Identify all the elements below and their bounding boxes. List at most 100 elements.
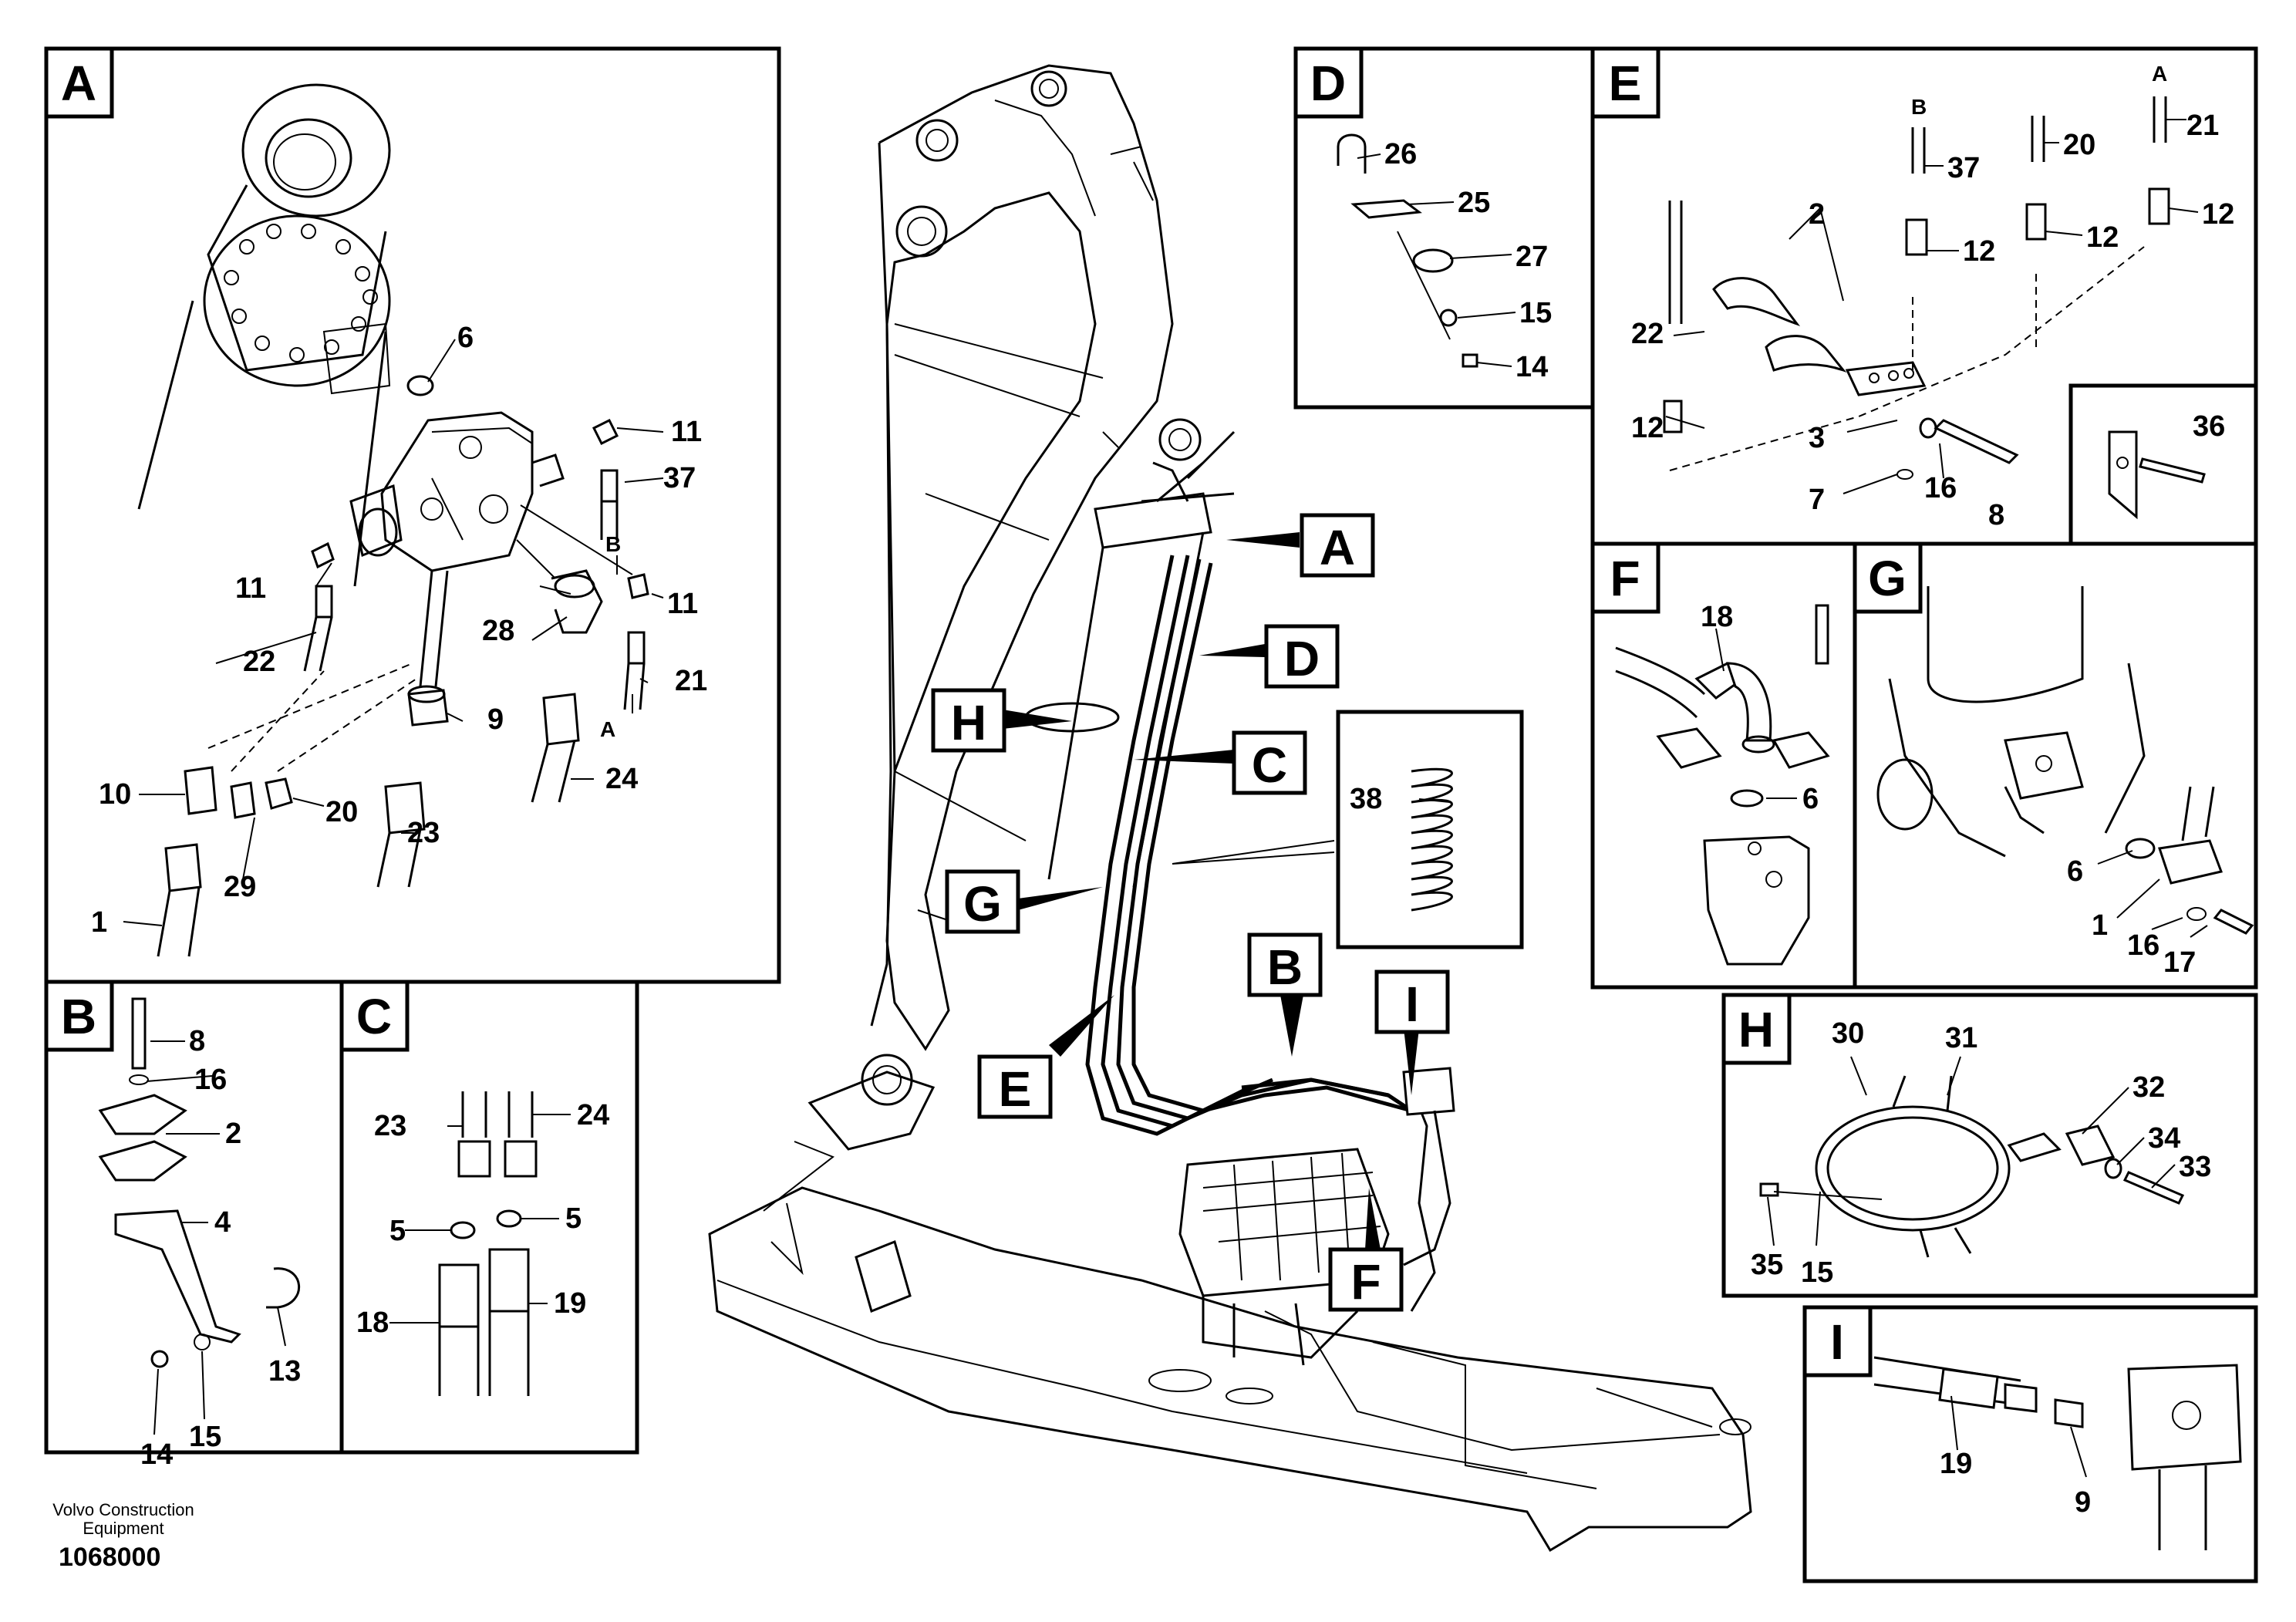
callout-letter-b: B	[1267, 939, 1303, 995]
part-label: 11	[235, 572, 266, 605]
callout-box-c[interactable]	[1232, 730, 1307, 795]
main-callout-pointers	[1003, 532, 1423, 1249]
callout-letter-d: D	[1284, 631, 1320, 686]
panel-e-tag	[1590, 46, 1660, 119]
part-label: 6	[457, 322, 474, 354]
main-assembly-drawing	[708, 64, 1752, 1553]
leader-lines	[123, 119, 2208, 1478]
panel-f-tag	[1590, 541, 1660, 614]
part-label: 21	[675, 665, 707, 697]
part-label: 16	[194, 1064, 227, 1096]
panel-a-labels: 6 11 37 B 11 11 28 22 21 A 9 24 10 29 20…	[91, 322, 707, 939]
panel-g-drawing	[1876, 586, 2254, 935]
callout-letter-f: F	[1350, 1254, 1381, 1310]
part-label: A	[600, 717, 615, 741]
part-label: 22	[1631, 318, 1664, 350]
panel-b-drawing	[98, 997, 300, 1368]
panel-f-labels: 18 6	[1701, 601, 1819, 815]
callout-box-i[interactable]	[1374, 969, 1450, 1034]
part-label: 8	[189, 1025, 205, 1057]
part-label: 10	[99, 778, 131, 811]
panel-f-letter: F	[1610, 551, 1640, 606]
part-label: 12	[1631, 412, 1664, 444]
part-label: 24	[577, 1099, 609, 1131]
part-label: 37	[663, 462, 696, 494]
part-label: 20	[2063, 129, 2095, 161]
part-label: 5	[389, 1215, 406, 1247]
part-label: A	[2152, 62, 2167, 86]
part-label: 20	[325, 796, 358, 828]
callout-letter-h: H	[951, 695, 986, 750]
panel-c-drawing	[438, 1091, 538, 1396]
spring-part-label: 38	[1350, 783, 1382, 815]
part-label: 18	[356, 1307, 389, 1339]
panel-b-frame	[44, 980, 344, 1455]
part-label: 16	[2127, 929, 2159, 962]
part-label: B	[1911, 95, 1927, 119]
panel-h-tag	[1721, 993, 1792, 1065]
callout-letter-i: I	[1405, 976, 1419, 1032]
brand-block: Volvo Construction Equipment	[31, 1501, 216, 1538]
panel-d-tag	[1293, 46, 1364, 119]
part-label: 27	[1515, 241, 1548, 273]
part-label: 14	[1515, 351, 1548, 383]
part-label: 24	[605, 763, 638, 795]
panel-e-drawing	[1663, 96, 2206, 520]
part-label: 31	[1945, 1022, 1977, 1054]
part-label: 9	[487, 703, 504, 736]
part-label: 36	[2193, 410, 2225, 443]
part-label: 1	[91, 906, 107, 939]
part-label: 29	[224, 871, 256, 903]
part-label: 13	[268, 1355, 301, 1388]
part-label: 23	[374, 1110, 406, 1142]
callout-box-e[interactable]	[977, 1054, 1053, 1119]
part-label: 15	[1519, 297, 1552, 329]
main-callout-letters: A D C H G E B I F	[951, 520, 1419, 1310]
callout-box-b[interactable]	[1247, 932, 1323, 997]
part-label: 34	[2148, 1122, 2180, 1155]
part-label: 33	[2179, 1151, 2211, 1183]
callout-box-h[interactable]	[931, 688, 1006, 753]
part-label: 12	[2202, 198, 2234, 231]
part-label: 17	[2163, 946, 2196, 979]
panel-f-drawing	[1615, 604, 1830, 966]
callout-box-f[interactable]	[1328, 1247, 1404, 1312]
panel-b-tag	[44, 980, 114, 1052]
main-callout-boxes	[931, 513, 1450, 1312]
part-label: 15	[1801, 1256, 1833, 1289]
panel-e-letter: E	[1609, 56, 1642, 111]
part-label: 3	[1809, 422, 1825, 454]
callout-box-d[interactable]	[1264, 624, 1340, 689]
panel-h-drawing	[1759, 1075, 2185, 1258]
callout-box-g[interactable]	[945, 869, 1020, 934]
panel-i-tag	[1802, 1305, 1873, 1378]
part-label: 11	[671, 416, 702, 448]
panel-a-tag	[44, 46, 114, 119]
part-label: 26	[1384, 138, 1417, 170]
panel-a-drawing	[137, 83, 649, 957]
panel-b-labels: 8 16 2 4 13 14 15	[140, 1025, 301, 1471]
part-label: 14	[140, 1438, 173, 1471]
part-label: 35	[1751, 1249, 1783, 1281]
part-label: 23	[407, 817, 440, 849]
part-label: 6	[2067, 855, 2083, 888]
panel-e-labels: A B 21 37 20 2 12 12 12 22 12 3 16 7 8 3…	[1631, 62, 2234, 531]
part-label: 12	[1963, 235, 1995, 268]
panel-c-tag	[339, 980, 410, 1052]
callout-box-a[interactable]	[1300, 513, 1375, 578]
spring-drawing	[1411, 767, 1453, 912]
callout-letter-e: E	[999, 1061, 1032, 1117]
panel-letter-tags: A B C D E F G H I	[44, 46, 1923, 1378]
part-label: 19	[554, 1287, 586, 1320]
part-label: 37	[1947, 152, 1980, 184]
panel-d-letter: D	[1310, 56, 1346, 111]
part-label: 2	[225, 1118, 241, 1150]
part-label: 18	[1701, 601, 1733, 633]
panel-g-letter: G	[1868, 551, 1907, 606]
part-label: 32	[2132, 1071, 2165, 1104]
part-label: 9	[2075, 1486, 2091, 1519]
part-label: 7	[1809, 484, 1825, 516]
part-label: 12	[2086, 221, 2119, 254]
callout-letter-a: A	[1320, 520, 1355, 575]
